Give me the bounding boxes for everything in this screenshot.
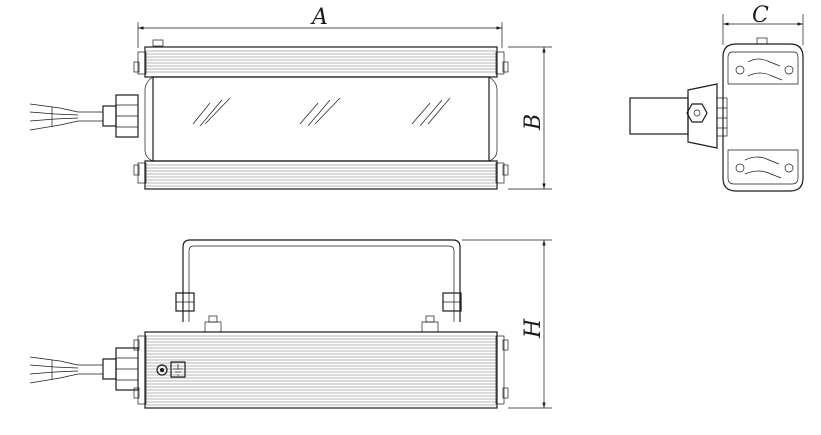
dimension-label-h: H <box>521 318 546 339</box>
top-view: H <box>29 239 552 409</box>
mounting-arm <box>629 97 689 135</box>
cable-gland <box>78 94 139 138</box>
heatsink-ribs <box>146 50 496 73</box>
dimension-label-b: B <box>521 114 546 131</box>
dimension-c: C <box>722 3 804 45</box>
dimension-h: H <box>462 239 552 409</box>
mounting-plate <box>687 83 718 149</box>
cable-wires <box>29 103 79 131</box>
hex-bolt <box>686 103 708 123</box>
heatsink-ribs <box>146 335 496 406</box>
ground-symbol-icon <box>156 361 186 378</box>
housing-body <box>144 331 498 409</box>
mounting-bracket <box>175 239 462 322</box>
dimension-label-a: A <box>310 5 328 30</box>
dimension-b: B <box>508 46 552 190</box>
cable-wires <box>29 356 79 384</box>
fixing-hole <box>784 65 794 75</box>
glass-reflection-marks <box>192 97 451 127</box>
top-heatsink-bar <box>144 46 498 78</box>
side-top-screw <box>756 37 768 45</box>
fixing-hole <box>735 163 745 173</box>
fixing-hole <box>735 65 745 75</box>
housing-nuts <box>204 315 439 333</box>
side-view: C <box>629 3 804 192</box>
dimension-a: A <box>137 5 503 48</box>
heatsink-ribs <box>146 164 496 187</box>
fixing-hole <box>784 163 794 173</box>
front-view: A <box>29 5 552 190</box>
bottom-heatsink-bar <box>144 160 498 190</box>
housing-profile <box>722 43 804 192</box>
glass-panel <box>152 76 490 162</box>
top-screw <box>152 39 164 47</box>
cable-gland <box>78 347 139 391</box>
dimension-label-c: C <box>752 3 769 28</box>
